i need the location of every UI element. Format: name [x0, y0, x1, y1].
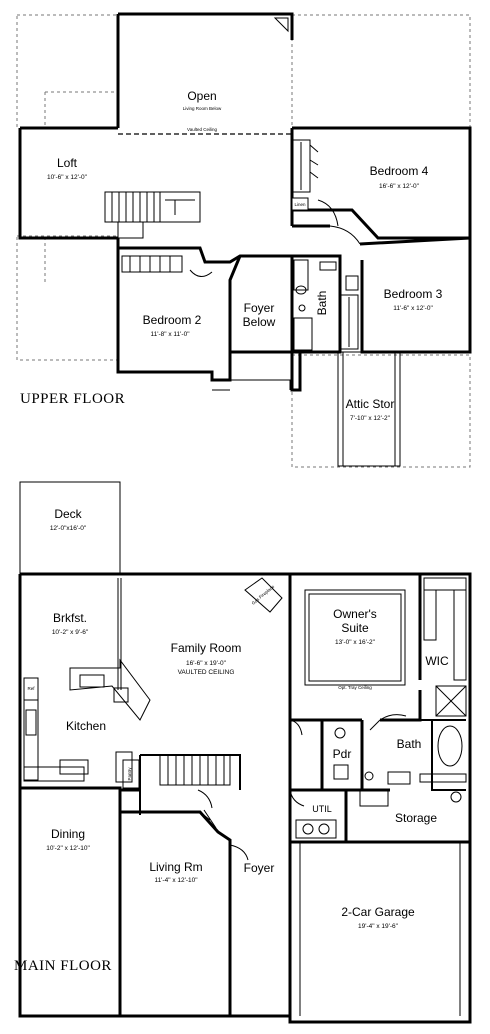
living-room-dims: 11'-4" x 12'-10"	[154, 877, 198, 884]
owners-suite-dims: 13'-0" x 16'-2"	[335, 639, 376, 646]
foyer-below-label: Foyer	[244, 301, 275, 315]
family-room-label: Family Room	[171, 641, 242, 655]
deck-dims: 12'-0"x16'-0"	[50, 525, 87, 532]
deck-label: Deck	[54, 507, 82, 521]
owners-suite-label: Owner's	[333, 607, 377, 621]
bedroom2-label: Bedroom 2	[143, 313, 202, 327]
ref-label: Ref	[27, 686, 35, 691]
family-room-dims: 16'-6" x 19'-0"	[186, 660, 227, 667]
owners-suite-label-2: Suite	[341, 621, 369, 635]
loft-label: Loft	[57, 156, 78, 170]
living-room-label: Living Rm	[149, 860, 202, 874]
pantry-label: Pantry	[127, 767, 132, 781]
kitchen-label: Kitchen	[66, 719, 106, 733]
garage-label: 2-Car Garage	[341, 905, 415, 919]
brkfst-dims: 10'-2" x 9'-6"	[52, 629, 89, 636]
upper-floor-heading: UPPER FLOOR	[20, 391, 125, 407]
storage-label: Storage	[395, 811, 437, 825]
loft-dims: 10'-6" x 12'-0"	[47, 174, 88, 181]
upper-bath-label: Bath	[315, 291, 329, 316]
main-bath-label: Bath	[397, 737, 422, 751]
open-ceiling-note: Vaulted Ceiling	[187, 127, 217, 132]
attic-dims: 7'-10" x 12'-2"	[350, 415, 391, 422]
owners-suite-note: Opt. Tray Ceiling	[338, 685, 372, 690]
attic-label: Attic Stor	[346, 397, 395, 411]
bedroom4-label: Bedroom 4	[370, 164, 429, 178]
foyer-below-label-2: Below	[243, 315, 276, 329]
wic-label: WIC	[425, 654, 449, 668]
main-floor-plan	[18, 481, 472, 1024]
dining-dims: 10'-2" x 12'-10"	[46, 845, 90, 852]
open-note: Living Room Below	[183, 106, 222, 111]
brkfst-label: Brkfst.	[53, 611, 87, 625]
util-label: UTIL	[312, 804, 332, 814]
family-room-note: VAULTED CEILING	[178, 669, 235, 676]
bedroom2-dims: 11'-8" x 11'-0"	[150, 331, 190, 338]
fireplace-label: Gas Fireplace	[251, 584, 276, 606]
upper-floor-plan	[16, 12, 472, 468]
open-label: Open	[187, 89, 216, 103]
dining-label: Dining	[51, 827, 85, 841]
garage-dims: 19'-4" x 19'-6"	[358, 923, 399, 930]
bedroom3-label: Bedroom 3	[384, 287, 443, 301]
bedroom4-dims: 16'-6" x 12'-0"	[379, 183, 420, 190]
main-floor-heading: MAIN FLOOR	[14, 958, 112, 974]
foyer-label: Foyer	[244, 861, 275, 875]
linen-label: Linen	[294, 202, 306, 207]
pdr-label: Pdr	[333, 747, 352, 761]
bedroom3-dims: 11'-6" x 12'-0"	[393, 305, 433, 312]
